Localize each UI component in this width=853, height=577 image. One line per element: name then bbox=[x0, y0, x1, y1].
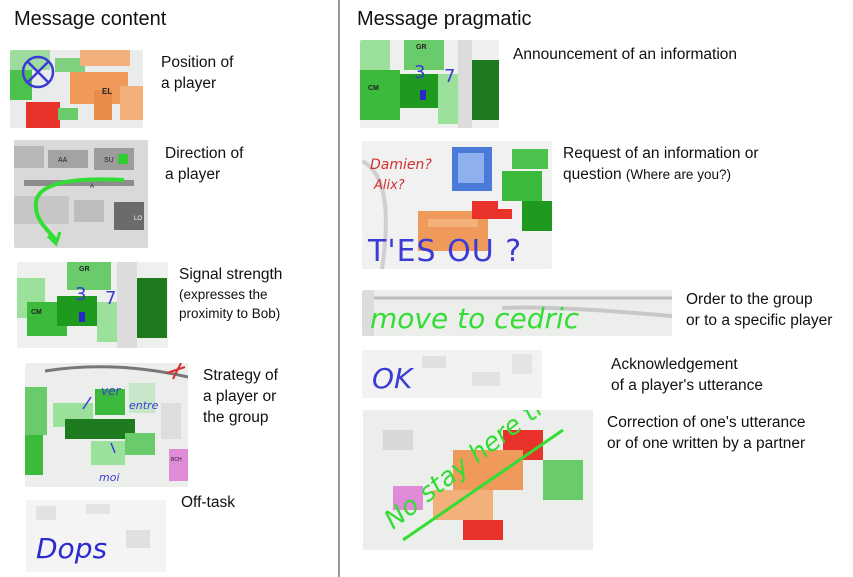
label-position-of-player: Position of a player bbox=[161, 54, 234, 92]
thumb-direction-map: AA SU LO A bbox=[14, 140, 148, 248]
map-label-gr-2: GR bbox=[416, 44, 427, 51]
thumb-correction-map: No stay here they way bbox=[363, 410, 593, 550]
request-map-graphic: Damien? Alix? T'ES OU ? bbox=[362, 141, 552, 269]
map-label-gr: GR bbox=[79, 266, 90, 273]
signal-map-graphic: GR CM 3 7 bbox=[17, 262, 168, 348]
label-request: Request of an information or question (W… bbox=[563, 145, 759, 183]
map-label-a: A bbox=[90, 184, 94, 190]
handwriting-entre: entre bbox=[129, 399, 159, 412]
thumb-off-task-map: Dops bbox=[26, 500, 166, 572]
label-direction-of-player: Direction of a player bbox=[165, 145, 244, 183]
thumb-position-map: EL bbox=[10, 50, 143, 128]
label-correction: Correction of one's utterance or of one … bbox=[607, 414, 806, 452]
ack-map-graphic: OK bbox=[362, 350, 542, 398]
thumb-order-map: move to cedric bbox=[362, 290, 672, 336]
thumb-announcement-map: GR CM 3 7 bbox=[360, 40, 499, 128]
map-label-cm: CM bbox=[31, 309, 42, 316]
announcement-map-graphic: GR CM 3 7 bbox=[360, 40, 499, 128]
right-column-title: Message pragmatic bbox=[357, 8, 532, 30]
direction-map-graphic: AA SU LO A bbox=[14, 140, 148, 248]
handwriting-verb: ver bbox=[101, 384, 121, 398]
map-label-su: SU bbox=[104, 157, 114, 164]
svg-text:3: 3 bbox=[414, 62, 425, 83]
thumb-strategy-map: BCH ver entre moi bbox=[25, 363, 188, 487]
left-column-title: Message content bbox=[14, 8, 167, 30]
map-label-cm-2: CM bbox=[368, 85, 379, 92]
off-task-map-graphic: Dops bbox=[26, 500, 166, 572]
position-map-graphic: EL bbox=[10, 50, 143, 128]
thumb-request-map: Damien? Alix? T'ES OU ? bbox=[362, 141, 552, 269]
handwriting-move: move to cedric bbox=[370, 302, 580, 335]
handwriting-dops: Dops bbox=[36, 532, 107, 565]
column-divider bbox=[338, 0, 340, 577]
map-label-lo: LO bbox=[134, 216, 142, 222]
svg-text:7: 7 bbox=[105, 288, 116, 309]
map-label-aa: AA bbox=[58, 157, 68, 164]
label-acknowledgement: Acknowledgement of a player's utterance bbox=[611, 356, 764, 394]
label-announcement: Announcement of an information bbox=[513, 46, 738, 63]
label-order: Order to the group or to a specific play… bbox=[686, 291, 833, 329]
handwriting-alix: Alix? bbox=[373, 178, 405, 193]
order-map-graphic: move to cedric bbox=[362, 290, 672, 336]
svg-text:3: 3 bbox=[75, 284, 86, 305]
strategy-map-graphic: BCH ver entre moi bbox=[25, 363, 188, 487]
svg-text:7: 7 bbox=[444, 66, 455, 87]
handwriting-moi: moi bbox=[99, 471, 120, 484]
thumb-signal-map: GR CM 3 7 bbox=[17, 262, 168, 348]
map-label-el: EL bbox=[102, 87, 112, 96]
label-strategy: Strategy of a player or the group bbox=[203, 367, 278, 426]
label-signal-strength: Signal strength (expresses the proximity… bbox=[179, 266, 283, 321]
correction-map-graphic: No stay here they way bbox=[363, 410, 593, 550]
label-off-task: Off-task bbox=[181, 494, 235, 511]
map-label-bch: BCH bbox=[171, 457, 182, 463]
handwriting-ok: OK bbox=[372, 362, 415, 395]
handwriting-tesou: T'ES OU ? bbox=[367, 234, 522, 269]
thumb-ack-map: OK bbox=[362, 350, 542, 398]
handwriting-damien: Damien? bbox=[370, 157, 432, 173]
